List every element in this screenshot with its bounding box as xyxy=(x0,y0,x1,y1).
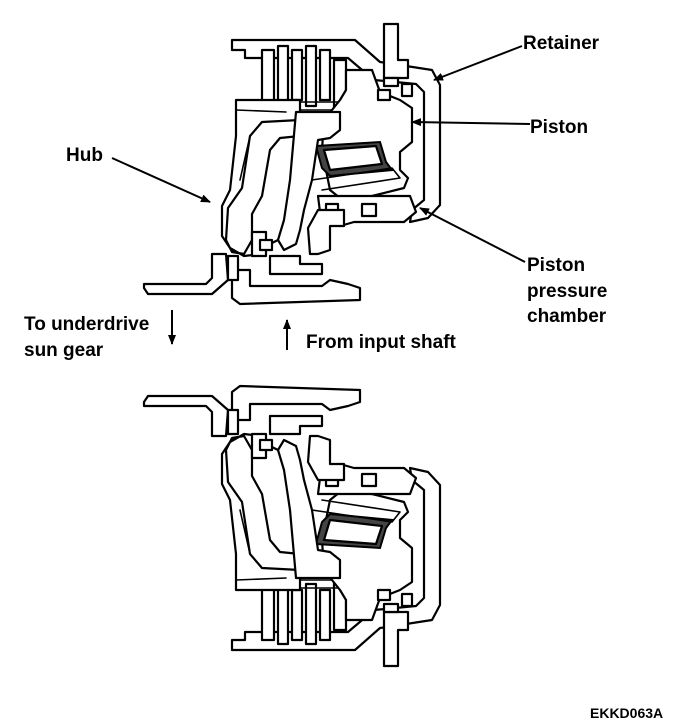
retainer-label: Retainer xyxy=(523,33,600,54)
piston-pressure-chamber-leader-line xyxy=(419,207,526,263)
upper-clutch-half xyxy=(142,22,442,306)
retainer-leader-line xyxy=(433,45,523,81)
to-underdrive-sun-gear-label: To underdrive sun gear xyxy=(24,314,155,361)
piston-label: Piston xyxy=(530,117,588,138)
piston-pressure-chamber-line-2: pressure xyxy=(527,281,607,302)
to-underdrive-line-1: To underdrive xyxy=(24,314,149,335)
figure-code: EKKD063A xyxy=(590,705,663,721)
piston-pressure-chamber-line-1: Piston xyxy=(527,255,585,276)
from-input-shaft-label: From input shaft xyxy=(306,332,457,353)
piston-pressure-chamber-label: Piston pressure chamber xyxy=(527,255,613,327)
lower-clutch-half xyxy=(142,384,442,668)
to-underdrive-line-2: sun gear xyxy=(24,340,104,361)
hub-label: Hub xyxy=(66,145,103,166)
hub-leader-line xyxy=(111,157,211,203)
piston-leader-line xyxy=(411,118,531,127)
piston-pressure-chamber-line-3: chamber xyxy=(527,306,607,327)
